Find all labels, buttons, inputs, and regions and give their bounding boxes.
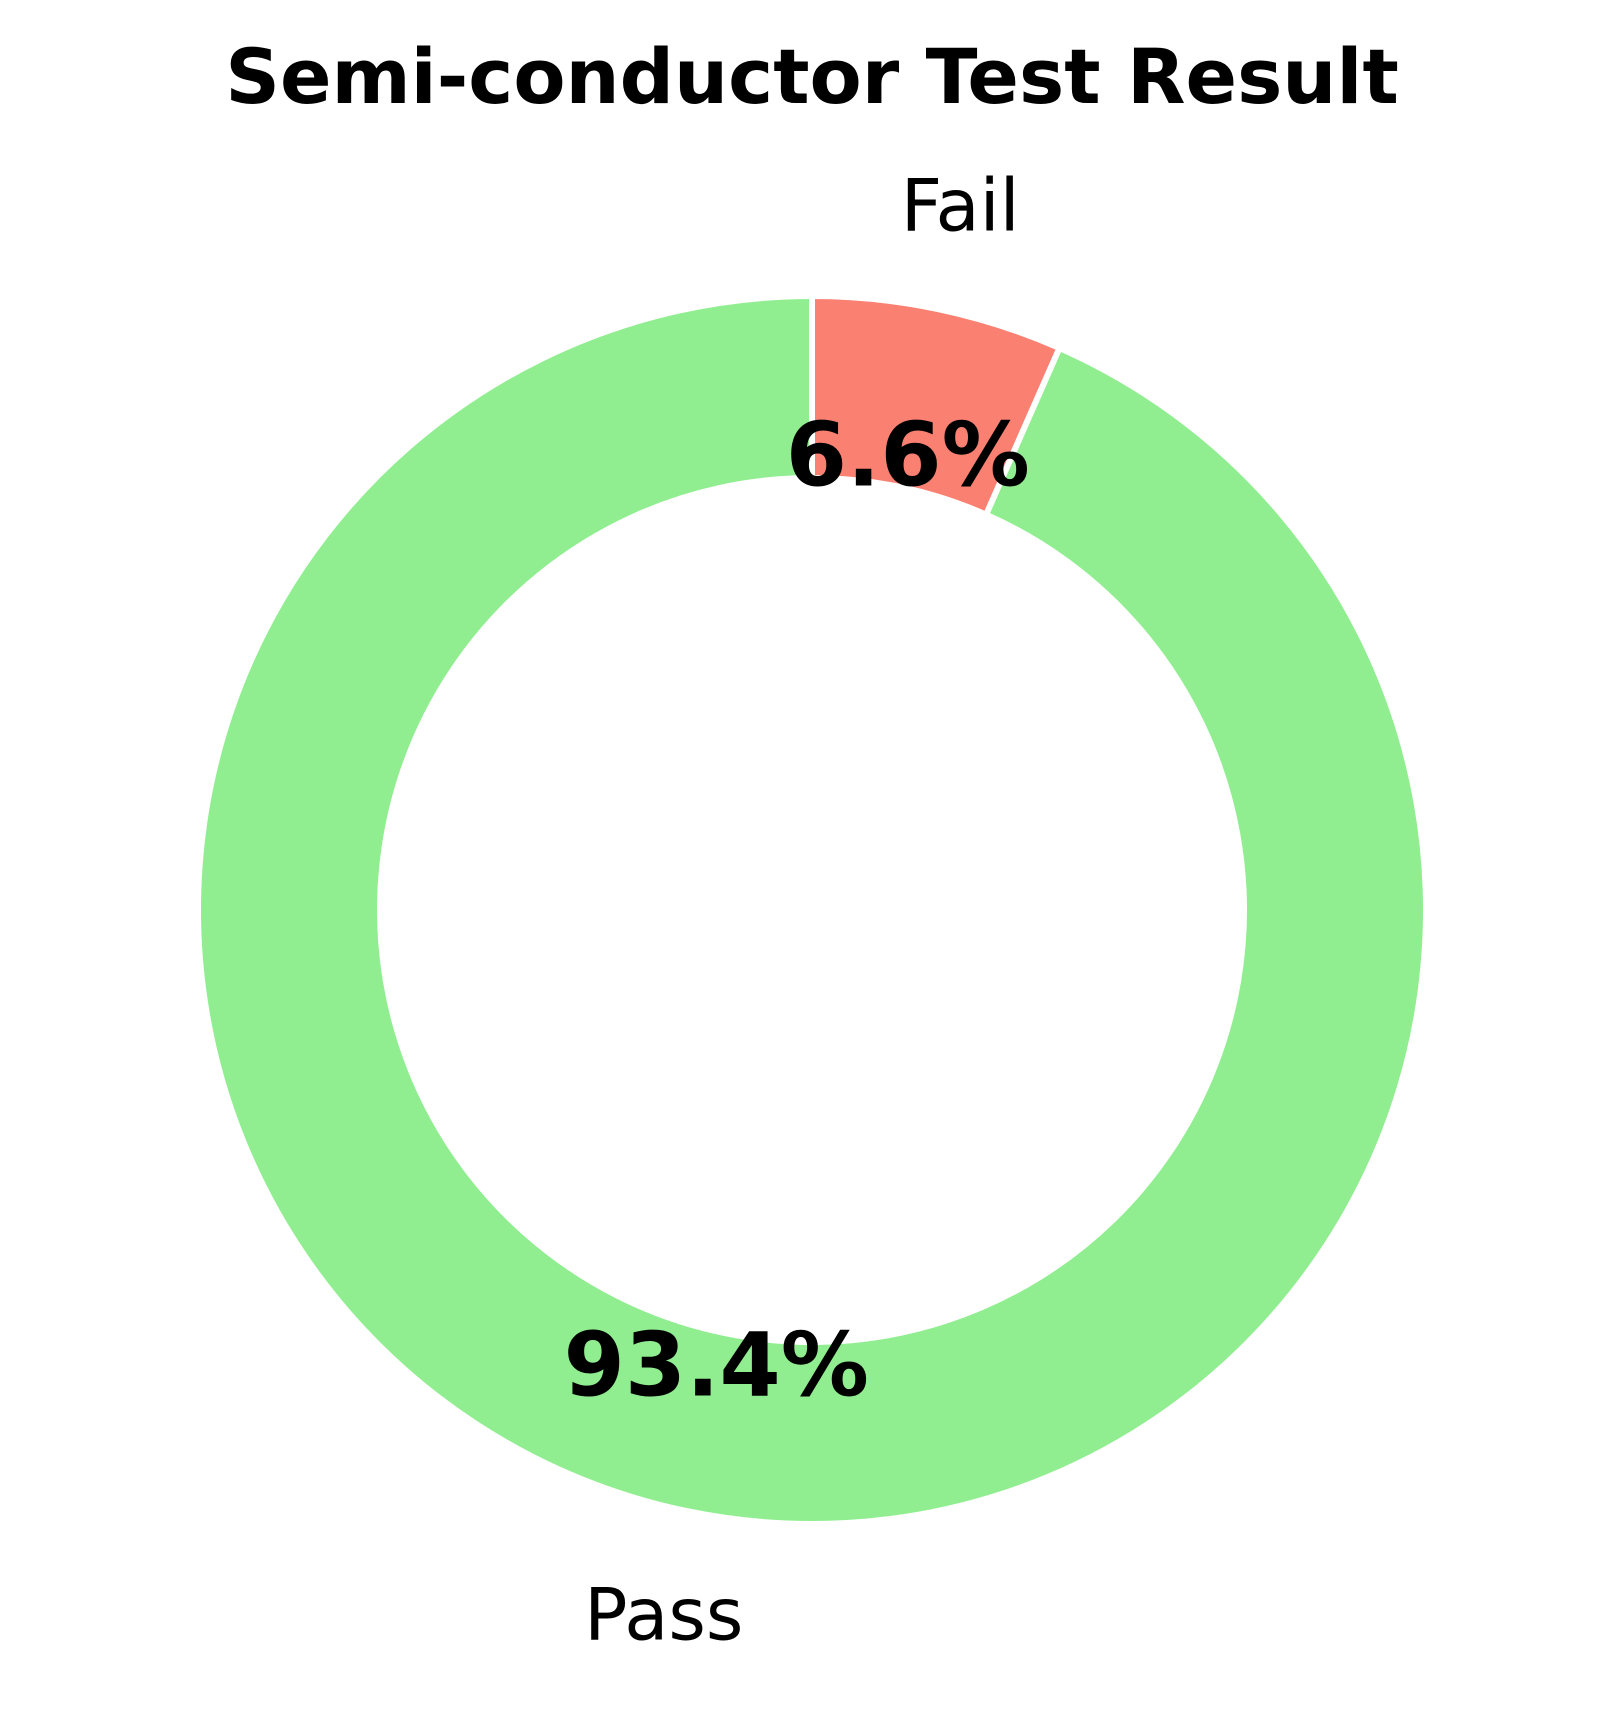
slice-pass [195, 292, 1429, 1527]
donut-slices [195, 292, 1429, 1527]
slice-labels: Pass 93.4% Fail 6.6% [564, 163, 1030, 1656]
percent-label-fail: 6.6% [786, 403, 1030, 506]
category-label-fail: Fail [901, 163, 1020, 247]
slice-fail [809, 292, 1064, 519]
category-label-pass: Pass [584, 1573, 743, 1657]
percent-label-pass: 93.4% [564, 1314, 869, 1417]
chart-title: Semi-conductor Test Result [225, 32, 1399, 121]
